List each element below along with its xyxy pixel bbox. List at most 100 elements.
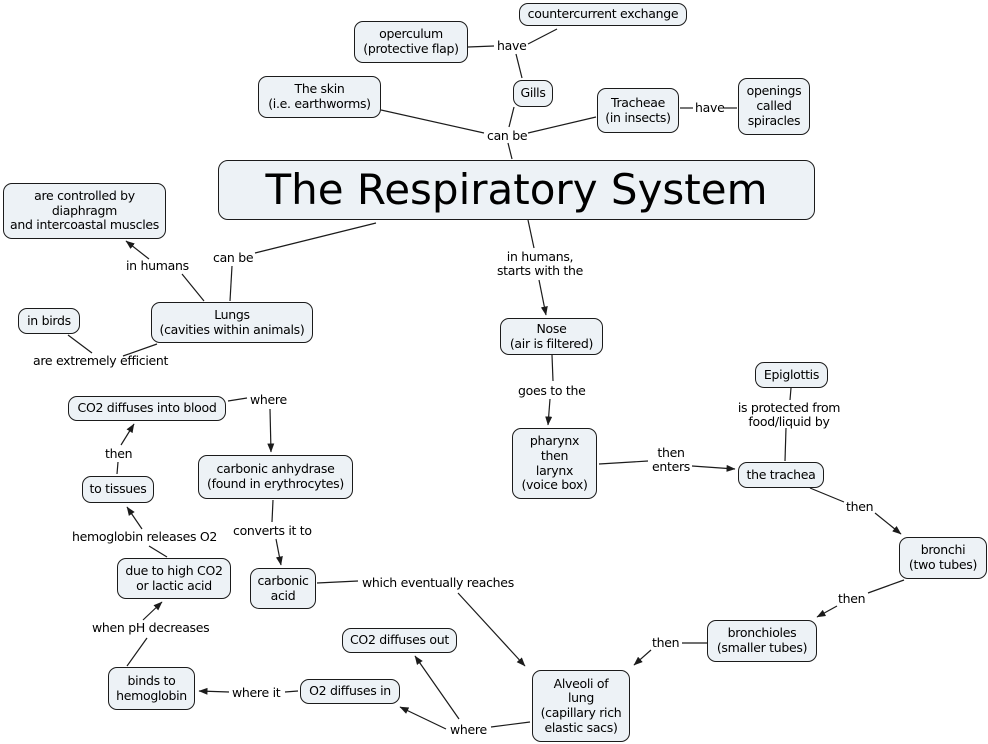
edge-line-can-be-left-to-lungs xyxy=(229,265,233,302)
node-co2-diffuses-into-blood[interactable]: CO2 diffuses into blood xyxy=(68,396,226,421)
edge-label-in-humans[interactable]: in humans xyxy=(126,258,189,273)
edge-line-have-top-to-countercurrent-exchange xyxy=(527,28,558,45)
node-bronchi[interactable]: bronchi(two tubes) xyxy=(899,537,987,579)
edge-label-which-eventually-reaches[interactable]: which eventually reaches xyxy=(362,575,514,590)
edge-label-text-line: goes to the xyxy=(518,383,586,398)
edge-line-lungs-to-in-humans xyxy=(181,273,205,302)
edge-line-then-to-blood-to-co2-diffuses-into-blood xyxy=(120,423,135,446)
edge-label-text-line: where xyxy=(250,392,287,407)
edge-label-have-top[interactable]: have xyxy=(497,38,527,53)
node-gills[interactable]: Gills xyxy=(513,80,553,107)
edge-label-converts-it-to[interactable]: converts it to xyxy=(233,523,312,538)
node-nose[interactable]: Nose(air is filtered) xyxy=(500,318,603,355)
node-the-trachea[interactable]: the trachea xyxy=(738,462,824,488)
edge-label-text-line: have xyxy=(695,100,725,115)
edge-label-where-it[interactable]: where it xyxy=(232,685,281,700)
node-text-line: (cavities within animals) xyxy=(159,321,305,337)
edge-line-binds-to-hemoglobin-to-when-ph-decreases xyxy=(126,637,148,667)
edge-line-where-lower-to-co2-diffuses-out xyxy=(414,655,460,720)
node-text-line: Alveoli of xyxy=(553,675,609,691)
edge-label-then-to-alveoli[interactable]: then xyxy=(652,635,680,650)
edge-label-hemoglobin-releases-o2[interactable]: hemoglobin releases O2 xyxy=(72,529,217,544)
edge-line-can-be-top-to-tracheae xyxy=(527,116,597,134)
edge-label-text-line: then xyxy=(652,635,680,650)
node-bronchioles[interactable]: bronchioles(smaller tubes) xyxy=(707,620,817,662)
edge-label-where-lower[interactable]: where xyxy=(450,722,487,737)
node-tracheae[interactable]: Tracheae(in insects) xyxy=(597,88,679,133)
node-lungs[interactable]: Lungs(cavities within animals) xyxy=(151,302,313,343)
edge-line-the-skin-to-can-be-top xyxy=(380,109,485,134)
edge-line-alveoli-to-where-lower xyxy=(490,721,531,728)
node-text-line: the trachea xyxy=(746,466,816,482)
edge-label-have-right[interactable]: have xyxy=(695,100,725,115)
node-text-line: Tracheae xyxy=(610,94,666,110)
edge-label-then-to-bronchi[interactable]: then xyxy=(846,499,874,514)
edge-label-text-line: then xyxy=(838,591,866,606)
node-text-line: pharynx xyxy=(529,433,580,448)
node-main-title[interactable]: The Respiratory System xyxy=(218,160,815,220)
node-to-tissues[interactable]: to tissues xyxy=(82,476,154,503)
node-co2-diffuses-out[interactable]: CO2 diffuses out xyxy=(342,628,457,653)
edge-label-then-to-bronchioles[interactable]: then xyxy=(838,591,866,606)
edge-label-text-line: in humans xyxy=(126,258,189,273)
node-text-line: to tissues xyxy=(89,481,147,497)
node-text-line: larynx xyxy=(535,462,574,478)
node-text-line: spiracles xyxy=(747,112,801,128)
node-text-line: due to high CO2 xyxy=(125,562,223,578)
node-carbonic-anhydrase[interactable]: carbonic anhydrase(found in erythrocytes… xyxy=(198,455,353,499)
edge-line-carbonic-acid-to-which-eventually-reaches xyxy=(316,580,359,584)
edge-label-text-line: converts it to xyxy=(233,523,312,538)
edge-line-goes-to-the-to-pharynx-larynx xyxy=(545,398,553,426)
edge-label-are-extremely-efficient[interactable]: are extremely efficient xyxy=(33,353,168,368)
edge-line-bronchi-to-then-to-bronchioles xyxy=(867,579,905,594)
node-text-line: called xyxy=(756,98,792,114)
edge-line-where-upper-to-carbonic-anhydrase xyxy=(267,408,275,453)
edge-label-text-line: have xyxy=(497,38,527,53)
edge-label-text-line: starts with the xyxy=(496,263,584,279)
edge-line-epiglottis-to-is-protected-from-food-liquid-by xyxy=(789,387,792,401)
node-text-line: acid xyxy=(270,587,296,603)
edge-label-where-upper[interactable]: where xyxy=(250,392,287,407)
edge-label-goes-to-the[interactable]: goes to the xyxy=(518,383,586,398)
node-the-skin[interactable]: The skin(i.e. earthworms) xyxy=(258,76,381,118)
node-epiglottis[interactable]: Epiglottis xyxy=(755,362,828,388)
node-text-line: bronchi xyxy=(920,542,966,558)
edge-line-have-top-to-gills xyxy=(515,53,523,79)
node-text-line: Nose xyxy=(536,320,567,336)
edge-label-text-line: where xyxy=(450,722,487,737)
node-text-line: (in insects) xyxy=(605,109,671,125)
edge-line-can-be-top-to-main-title xyxy=(507,142,513,160)
edge-line-nose-to-goes-to-the xyxy=(551,354,554,382)
node-text-line: Lungs xyxy=(214,306,250,322)
edge-label-text-line: can be xyxy=(213,250,254,265)
edge-line-then-to-alveoli-to-alveoli xyxy=(633,649,652,666)
node-text-line: (two tubes) xyxy=(908,557,978,572)
node-o2-diffuses-in[interactable]: O2 diffuses in xyxy=(300,679,400,704)
node-text-line: in birds xyxy=(27,312,71,328)
edge-label-can-be-left[interactable]: can be xyxy=(213,250,254,265)
edge-line-carbonic-anhydrase-to-converts-it-to xyxy=(271,499,274,523)
node-text-line: O2 diffuses in xyxy=(309,683,391,699)
edge-label-in-humans-starts-with-the[interactable]: in humans,starts with the xyxy=(492,249,588,279)
edge-label-then-to-blood[interactable]: then xyxy=(105,446,133,461)
edge-label-can-be-top[interactable]: can be xyxy=(487,128,528,143)
node-countercurrent-exchange[interactable]: countercurrent exchange xyxy=(519,3,687,26)
edge-label-text-line: then xyxy=(105,446,133,461)
edge-label-when-ph-decreases[interactable]: when pH decreases xyxy=(92,620,210,635)
node-text-line: elastic sacs) xyxy=(544,719,618,735)
node-in-birds[interactable]: in birds xyxy=(18,308,80,334)
node-operculum[interactable]: operculum(protective flap) xyxy=(354,21,468,63)
edge-line-is-protected-from-food-liquid-by-to-the-trachea xyxy=(784,427,787,462)
edge-label-text-line: when pH decreases xyxy=(92,620,210,635)
